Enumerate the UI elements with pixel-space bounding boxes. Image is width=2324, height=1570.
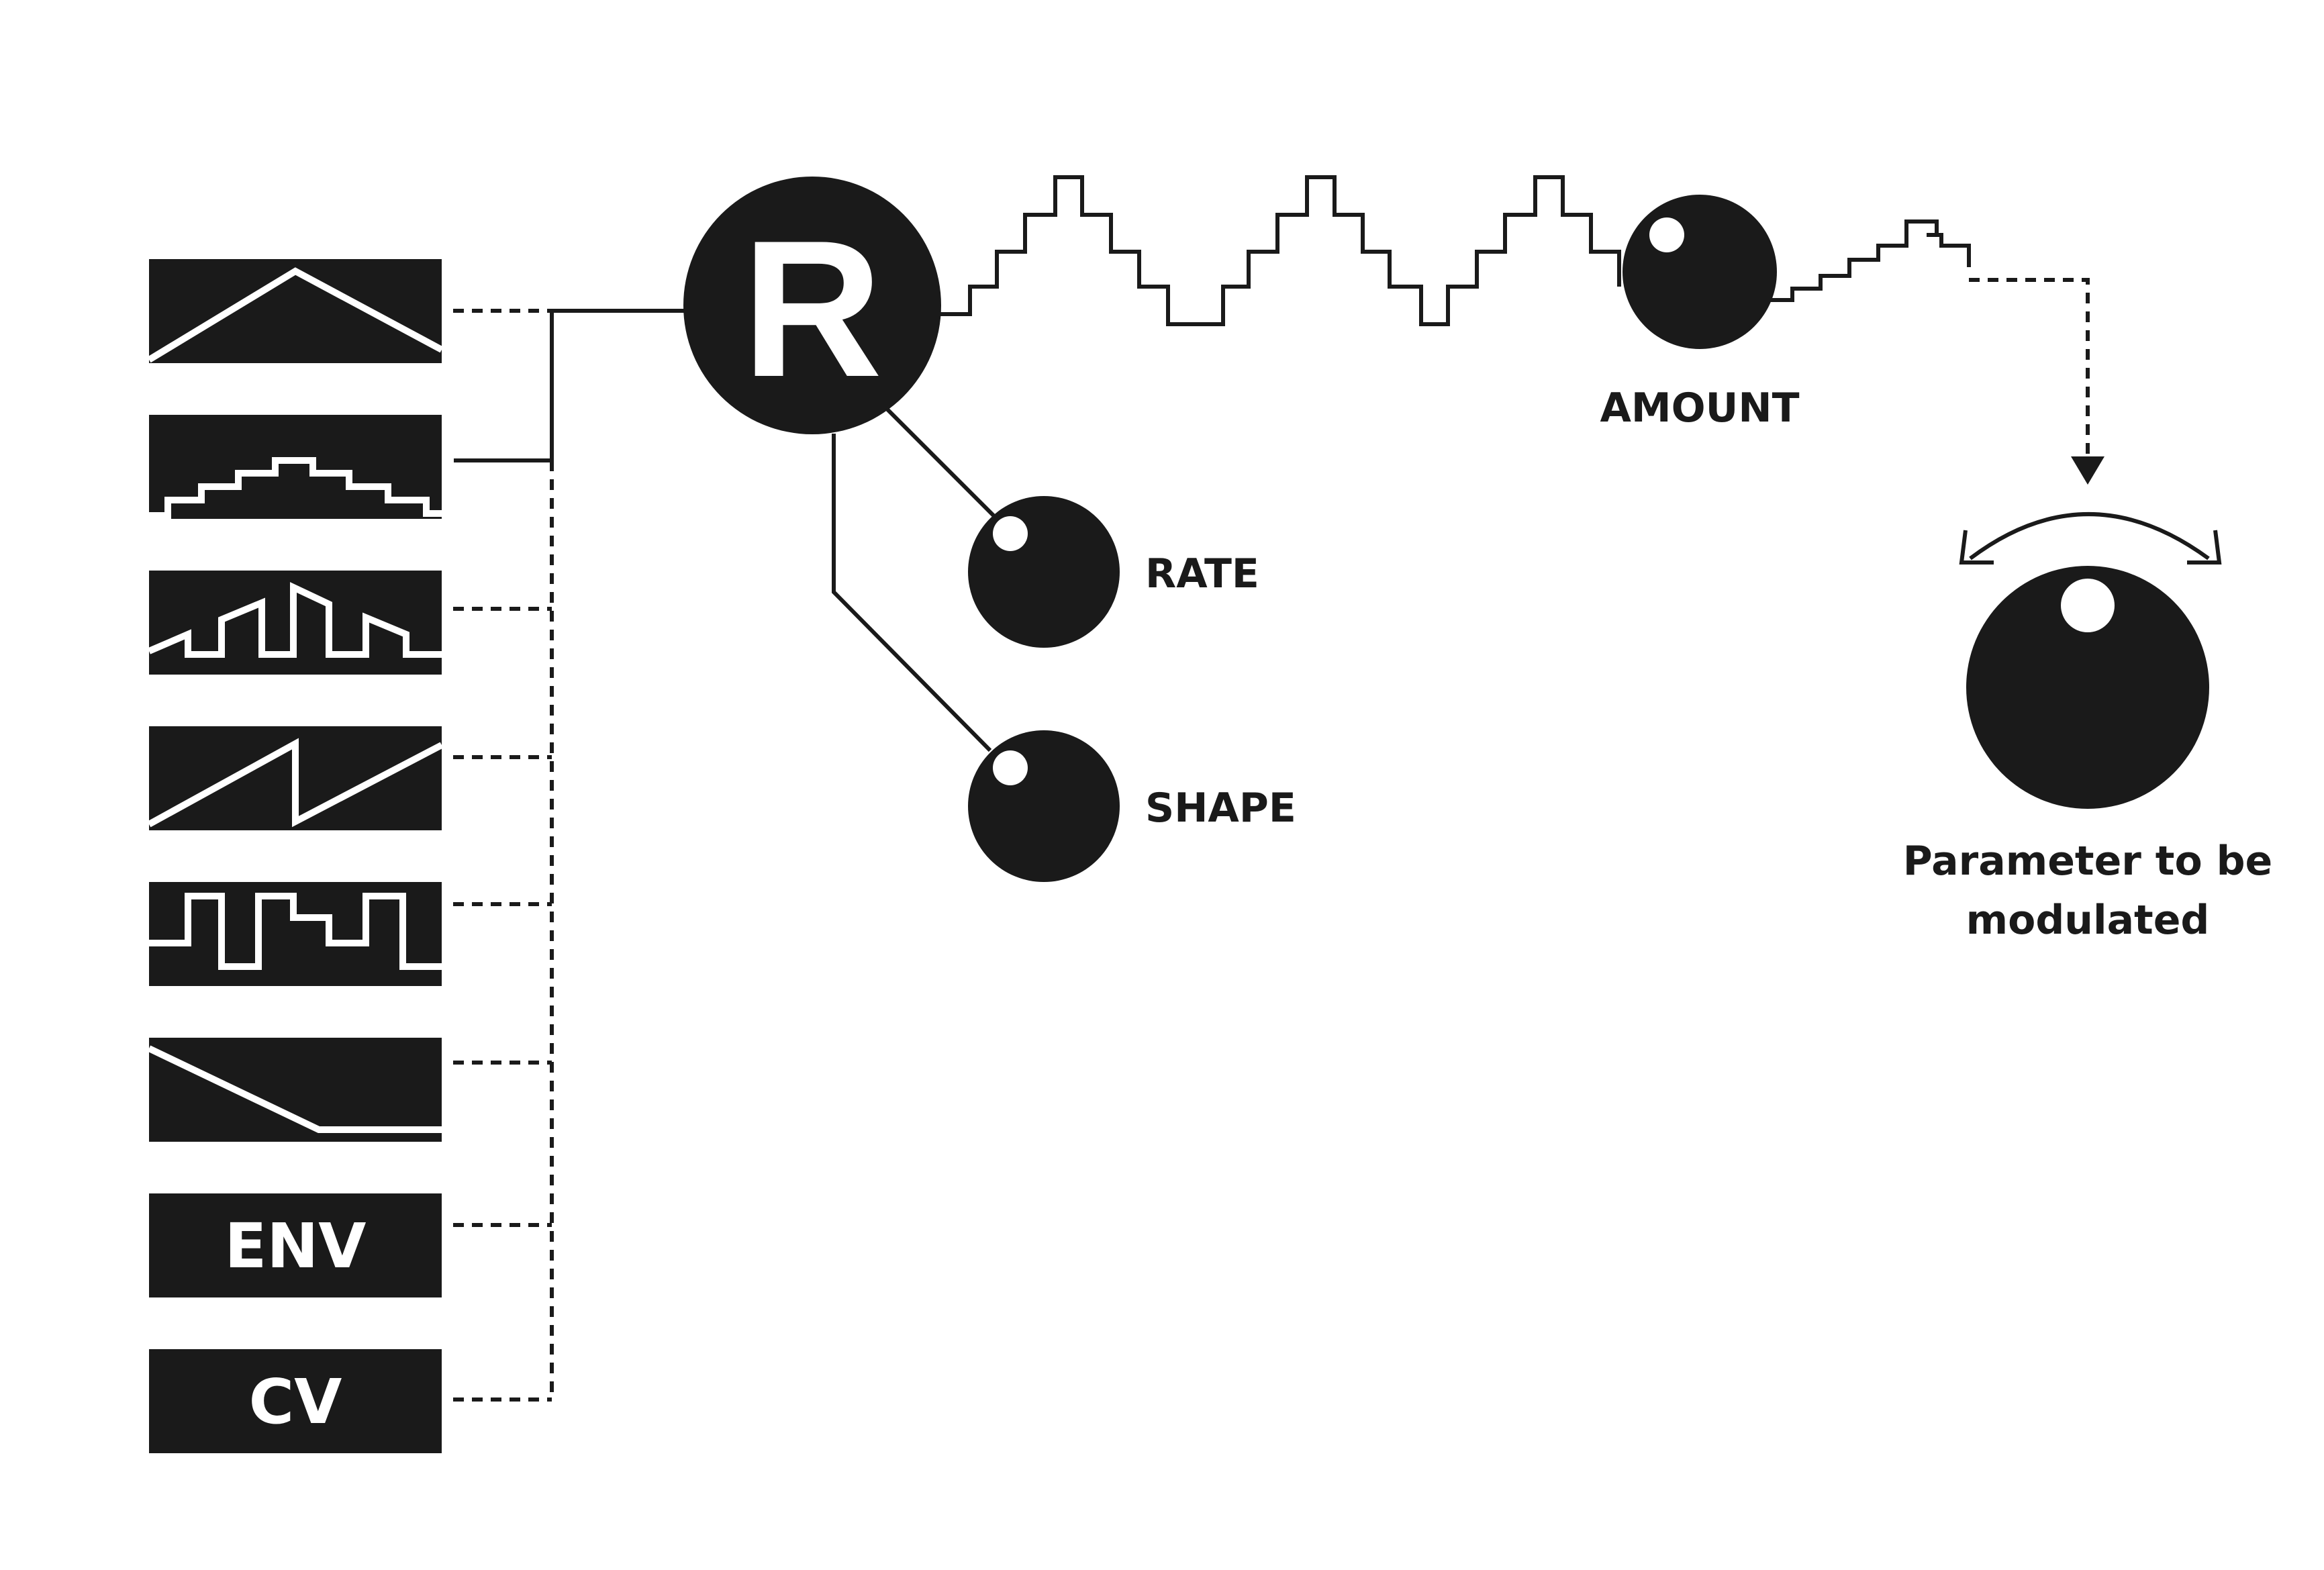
sawtooth-wave-icon [147, 738, 444, 828]
target-label-line1: Parameter to be [1903, 838, 2272, 885]
target-label-line2: modulated [1966, 897, 2210, 944]
modulation-output-wave [940, 175, 1621, 326]
knob-indicator [993, 750, 1028, 785]
target-range-arrow [1959, 512, 2222, 565]
source-square-steps[interactable] [149, 882, 442, 986]
attenuated-output-wave-tail [1927, 233, 1943, 246]
square-steps-wave-icon [149, 893, 442, 970]
modulator-letter: R [742, 200, 882, 418]
attenuated-output-wave [1760, 219, 1971, 302]
source-connectors [453, 309, 685, 1402]
source-stepped-triangle[interactable] [149, 415, 442, 519]
shape-knob[interactable] [968, 730, 1120, 882]
knob-connectors [832, 407, 996, 752]
rate-label: RATE [1145, 550, 1259, 597]
target-parameter-knob[interactable] [1966, 566, 2209, 809]
arrow-down-icon [2071, 456, 2104, 485]
stepped-triangle-wave-icon [149, 457, 442, 519]
knob-indicator [2061, 579, 2115, 632]
output-arrow [1969, 278, 2104, 485]
rate-knob[interactable] [968, 496, 1120, 648]
knob-indicator [1649, 217, 1684, 252]
selected-source-line [454, 309, 685, 462]
shape-label: SHAPE [1145, 785, 1296, 832]
source-cv[interactable]: CV [149, 1349, 442, 1453]
amount-knob[interactable] [1623, 195, 1777, 349]
source-ramp-down[interactable] [147, 1038, 442, 1142]
knob-indicator [993, 516, 1028, 551]
cv-label: CV [249, 1366, 342, 1438]
ramp-down-wave-icon [147, 1045, 442, 1133]
source-env[interactable]: ENV [149, 1193, 442, 1297]
random-pulse-wave-icon [148, 582, 442, 658]
random-modulator[interactable]: R [683, 177, 941, 434]
source-triangle[interactable] [147, 259, 444, 363]
source-sawtooth[interactable] [147, 726, 444, 830]
amount-label: AMOUNT [1600, 385, 1799, 432]
triangle-wave-icon [147, 267, 444, 363]
env-label: ENV [224, 1210, 366, 1282]
source-random-pulse[interactable] [148, 571, 442, 675]
